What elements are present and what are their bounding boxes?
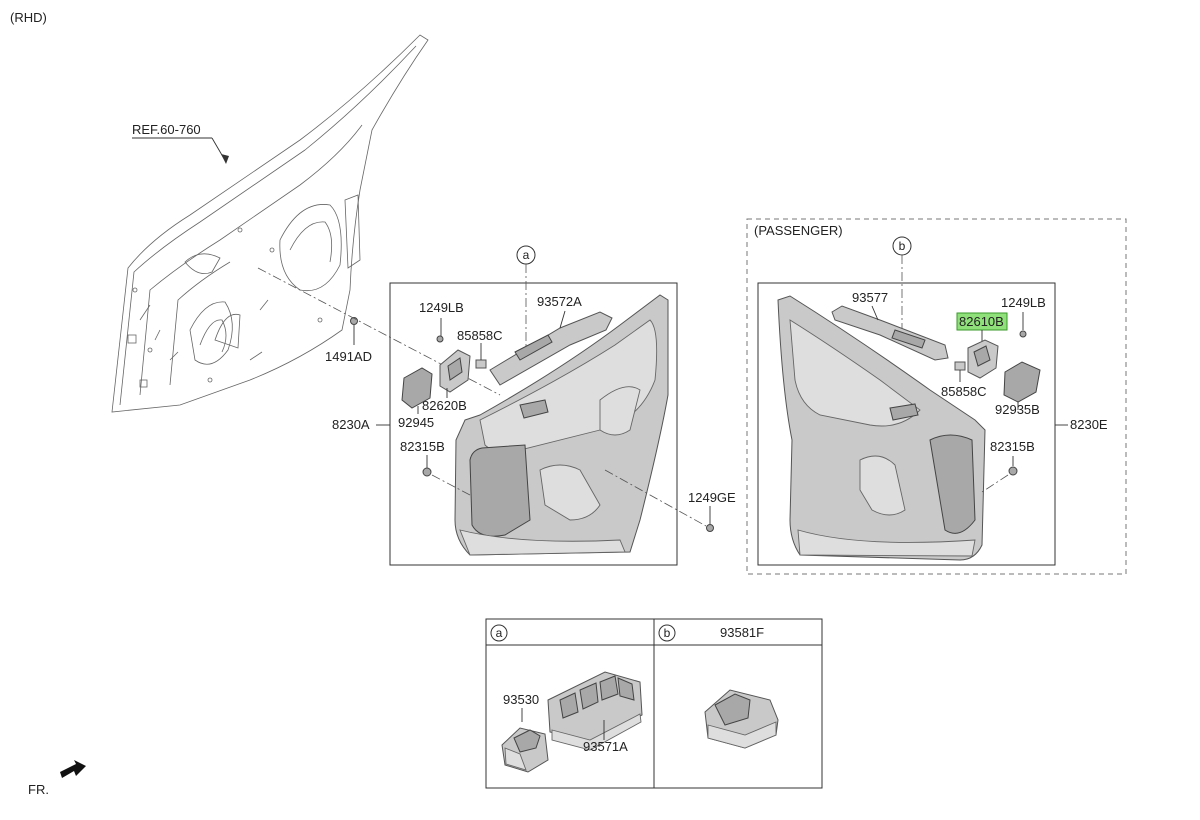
label-82620B: 82620B bbox=[422, 398, 467, 413]
label-93581F: 93581F bbox=[720, 625, 764, 640]
label-82315B-right: 82315B bbox=[990, 439, 1035, 454]
label-85858C-left: 85858C bbox=[457, 328, 503, 343]
part-93577 bbox=[831, 305, 949, 361]
part-92935B bbox=[1003, 361, 1041, 410]
label-92935B: 92935B bbox=[995, 402, 1040, 417]
part-1249GE bbox=[706, 506, 714, 532]
part-1491AD bbox=[350, 317, 358, 345]
label-85858C-right: 85858C bbox=[941, 384, 987, 399]
label-1249LB-left: 1249LB bbox=[419, 300, 464, 315]
door-trim-panel-right bbox=[777, 295, 986, 561]
passenger-title: (PASSENGER) bbox=[754, 223, 843, 238]
part-1249LB-left bbox=[436, 318, 444, 343]
part-92945 bbox=[401, 367, 433, 414]
label-92945: 92945 bbox=[398, 415, 434, 430]
rhd-label: (RHD) bbox=[10, 10, 47, 25]
label-93530: 93530 bbox=[503, 692, 539, 707]
part-93530 bbox=[501, 727, 549, 773]
part-82315B-right bbox=[1008, 456, 1018, 476]
label-93577: 93577 bbox=[852, 290, 888, 305]
door-frame-illustration bbox=[111, 34, 429, 413]
detail-table bbox=[485, 618, 823, 789]
part-93571A bbox=[547, 671, 643, 751]
part-85858C-right bbox=[954, 361, 966, 382]
front-arrow-icon bbox=[60, 760, 86, 778]
part-82315B-left bbox=[422, 455, 432, 477]
label-8230A: 8230A bbox=[332, 417, 370, 432]
label-1249LB-right: 1249LB bbox=[1001, 295, 1046, 310]
passenger-trim-box bbox=[757, 282, 1056, 566]
driver-trim-box bbox=[389, 282, 678, 566]
door-trim-panel-left bbox=[454, 294, 669, 556]
label-93572A: 93572A bbox=[537, 294, 582, 309]
table-callout-a-marker bbox=[490, 624, 508, 642]
callout-a-text: a bbox=[523, 248, 530, 262]
label-82315B-left: 82315B bbox=[400, 439, 445, 454]
table-callout-a-text: a bbox=[496, 626, 503, 640]
table-callout-b-marker bbox=[658, 624, 676, 642]
label-1491AD: 1491AD bbox=[325, 349, 372, 364]
part-82610B bbox=[967, 330, 999, 379]
passenger-section-border bbox=[746, 218, 1127, 575]
part-93581F bbox=[704, 689, 779, 749]
label-93571A: 93571A bbox=[583, 739, 628, 754]
part-93572A bbox=[489, 311, 613, 386]
part-1249LB-right bbox=[1019, 312, 1027, 338]
front-direction-label: FR. bbox=[28, 782, 49, 797]
table-callout-b-text: b bbox=[664, 626, 671, 640]
label-82610B: 82610B bbox=[959, 314, 1004, 329]
part-82620B bbox=[439, 349, 471, 398]
label-8230E: 8230E bbox=[1070, 417, 1108, 432]
ref-label: REF.60-760 bbox=[132, 122, 201, 137]
part-85858C-left bbox=[475, 343, 487, 369]
label-1249GE: 1249GE bbox=[688, 490, 736, 505]
callout-b-text: b bbox=[899, 239, 906, 253]
